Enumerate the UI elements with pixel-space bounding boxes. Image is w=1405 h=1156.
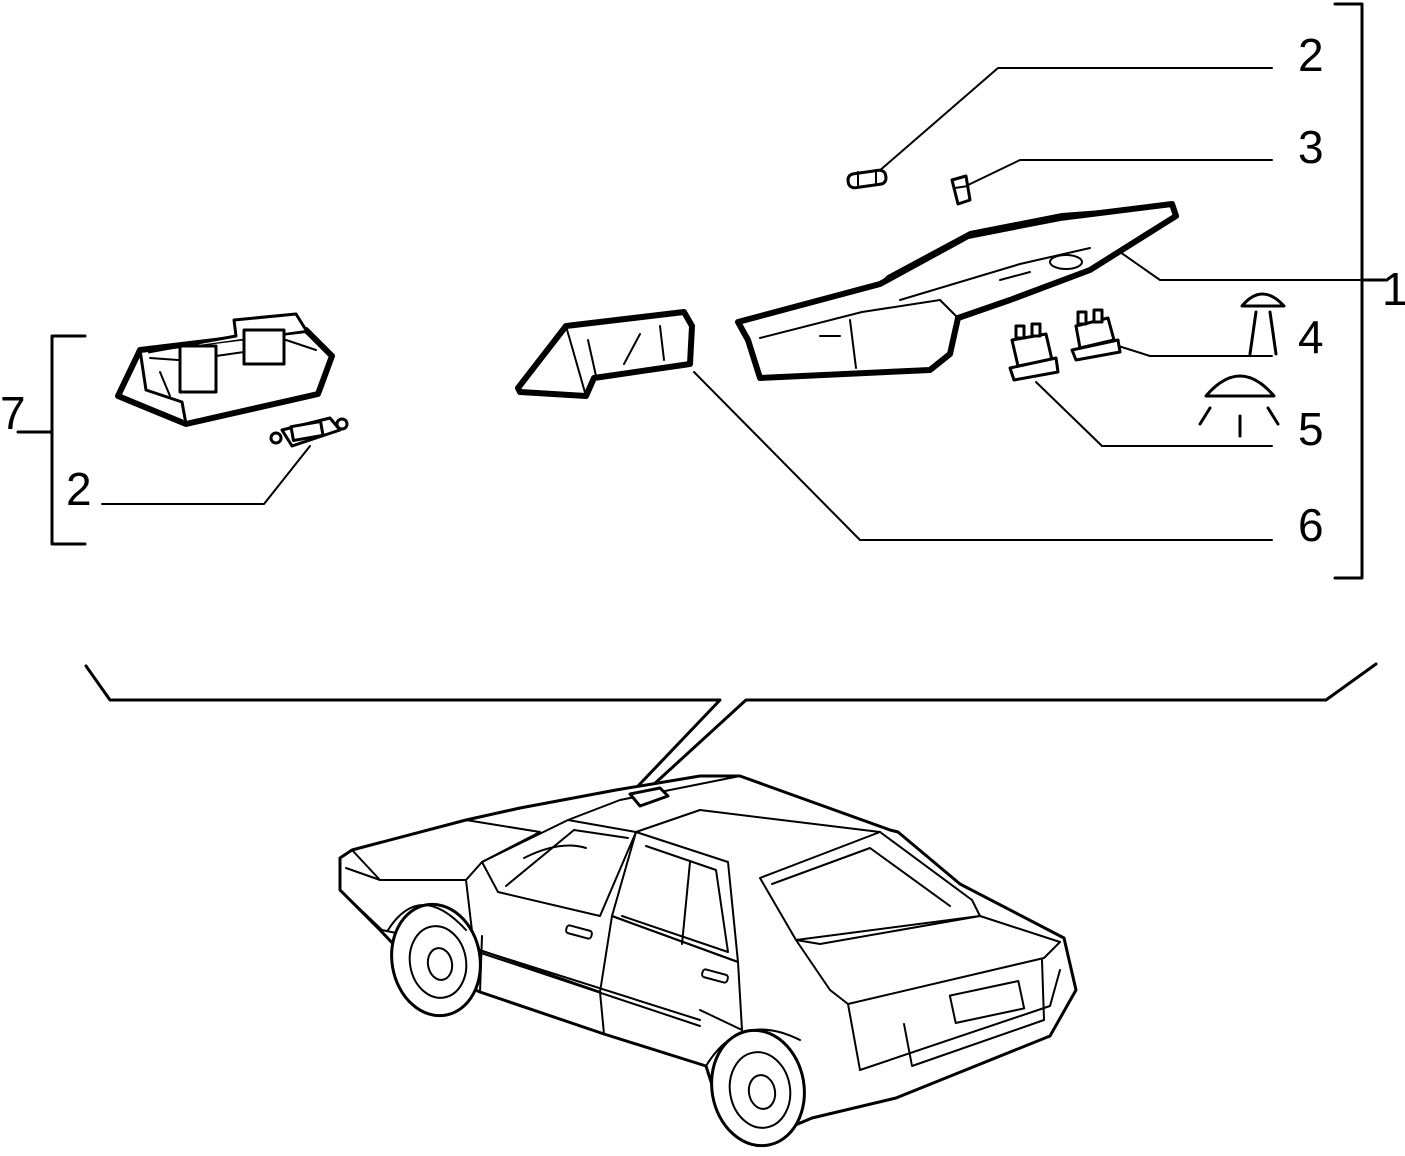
leader-2-left (101, 445, 311, 505)
lamp-off-icon (1240, 292, 1286, 356)
callout-5: 5 (1298, 403, 1324, 455)
leader-6 (693, 371, 1273, 541)
bracket-group-1 (1333, 2, 1387, 580)
festoon-bulb-left (269, 416, 349, 448)
leader-3 (965, 159, 1273, 187)
switch-4 (1070, 308, 1122, 362)
lamp-lens (515, 309, 695, 399)
callout-2-left: 2 (66, 463, 92, 515)
leader-4 (1111, 343, 1273, 357)
callout-3: 3 (1298, 121, 1324, 173)
leader-5 (1035, 381, 1273, 447)
festoon-bulb-top (846, 168, 888, 190)
roof-connector (84, 662, 1378, 788)
courtesy-lamp-unit (115, 312, 335, 427)
callout-6: 6 (1298, 499, 1324, 551)
callout-7: 7 (0, 387, 26, 439)
roof-lamp-housing (735, 201, 1179, 381)
front-wheel (390, 902, 482, 1018)
callout-4: 4 (1298, 311, 1324, 363)
callout-2-top: 2 (1298, 29, 1324, 81)
switch-5 (1008, 322, 1060, 382)
lamp-on-icon (1198, 374, 1280, 438)
wedge-bulb (950, 174, 972, 206)
leader-2-top (877, 67, 1273, 173)
car-illustration (338, 774, 1078, 1148)
callout-1: 1 (1382, 263, 1405, 315)
leader-1 (1119, 251, 1361, 281)
bracket-group-7 (16, 334, 87, 546)
leader-lines (101, 67, 1361, 541)
